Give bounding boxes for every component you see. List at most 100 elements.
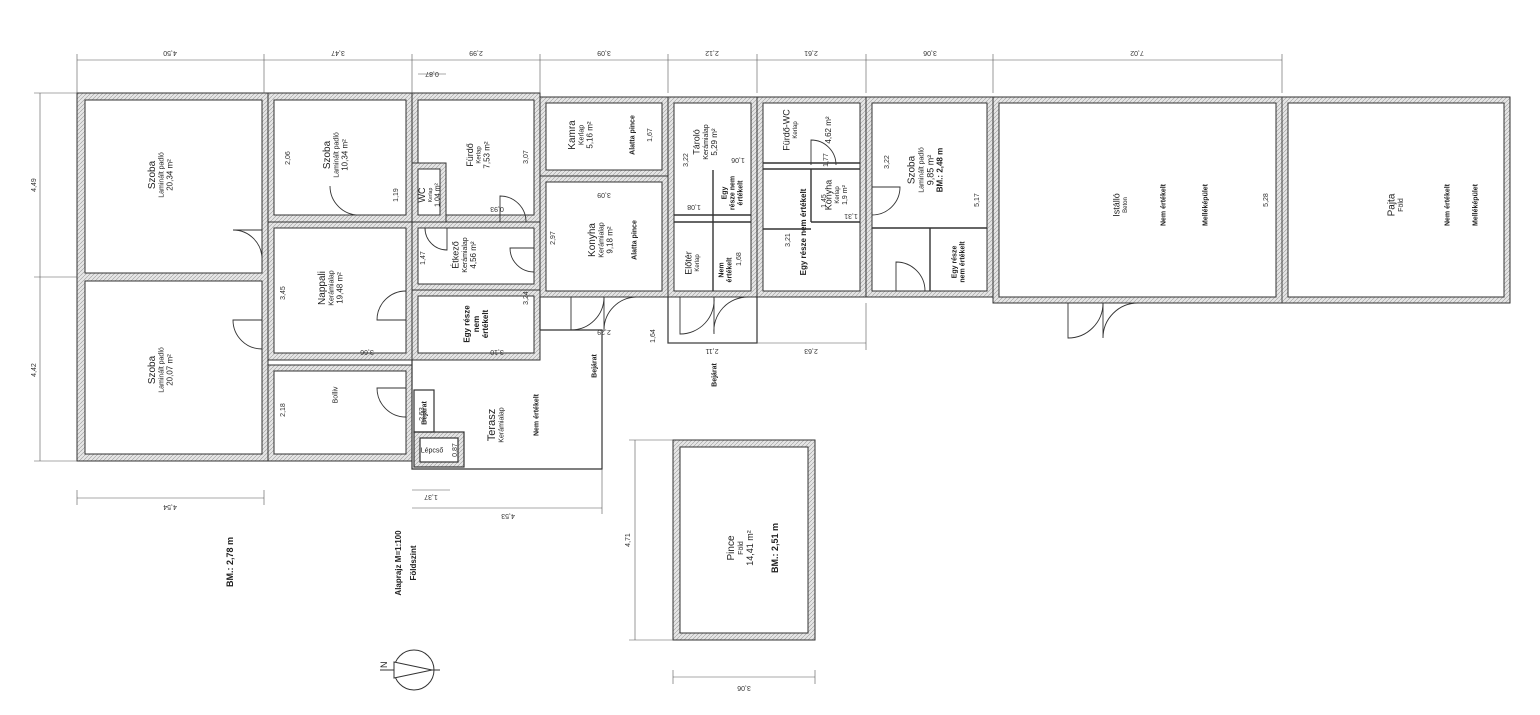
dimension-label: 4,50	[163, 49, 177, 56]
dimension-label: 2,18	[280, 403, 287, 417]
label-subtitle: Földszint	[409, 545, 418, 580]
room-eloter-line: Kerlap	[695, 254, 701, 272]
label-bejarat-3-line: Bejárat	[711, 362, 718, 386]
dimension-label: 3,10	[490, 348, 504, 355]
label-konyha1-note: Alatta pince	[631, 220, 638, 260]
room-terasz-line: Terasz	[486, 409, 498, 441]
room-pince-line: Pince	[726, 535, 737, 560]
room-furdo-line: Kerlap	[477, 146, 483, 164]
room-konyha-1-line: 9,18 m²	[606, 226, 615, 253]
label-title-line: Alaprajz M=1:100	[394, 530, 403, 596]
label-bm-main-line: BM.: 2,78 m	[225, 537, 235, 587]
dimension-label: 0,87	[425, 70, 439, 77]
dimension-label: 2,63	[804, 347, 818, 354]
dimension-label: 1,77	[823, 153, 830, 167]
dimension-label: 2,12	[705, 49, 719, 56]
room-bolliv: Bolliv	[332, 386, 339, 403]
room-szoba-3-line: Laminált padló	[334, 132, 341, 178]
dimension-label: 2,06	[285, 151, 292, 165]
dimension-label: 3,06	[737, 684, 751, 691]
room-bolliv-line: Bolliv	[332, 386, 339, 403]
room-egy-resze-4-line: Egy része	[951, 246, 958, 279]
room-furdo-line: Fürdő	[465, 143, 475, 167]
label-furdowc-area: 4,62 m²	[824, 116, 833, 143]
wall-istallo	[992, 96, 1283, 304]
room-konyha-2-line: Kerlap	[835, 186, 841, 204]
room-etkezo-line: Kerámialap	[462, 237, 469, 273]
dimension-label: 5,17	[974, 193, 981, 207]
wall-egyresze1	[411, 289, 541, 361]
label-pince-height: BM.: 2,51 m	[770, 523, 780, 573]
dimension-label: 4,49	[31, 178, 38, 192]
room-szoba-2-line: 20,07 m²	[166, 354, 175, 386]
label-bejarat-1-line: Bejárat	[421, 400, 428, 424]
label-bm-main: BM.: 2,78 m	[225, 537, 235, 587]
dimension-label: 2,29	[597, 328, 611, 335]
label-furdowc-area-line: 4,62 m²	[824, 116, 833, 143]
label-istallo-tag: Melléképület	[1202, 183, 1209, 226]
room-etkezo-line: Étkező	[451, 241, 461, 269]
room-egy-resze-1-line: értékelt	[481, 309, 490, 338]
label-kamra-note: Alatta pince	[629, 115, 636, 155]
label-pince-height-line: BM.: 2,51 m	[770, 523, 780, 573]
room-egy-resze-3-line: Egy része nem értékelt	[799, 188, 808, 275]
doors	[232, 139, 1139, 418]
dimension-label: 2,53	[419, 407, 426, 421]
room-pince-line: Föld	[738, 541, 745, 555]
room-egy-resze-2-line: értékelt	[738, 180, 745, 206]
room-egy-resze-1-line: Egy része	[463, 305, 472, 343]
dimension-label: 1,31	[844, 212, 858, 219]
dimension-label: 3,66	[360, 348, 374, 355]
room-wc-line: 1,04 m²	[435, 182, 442, 206]
dimension-label: 3,07	[523, 150, 530, 164]
dimension-label: 7,02	[1130, 49, 1144, 56]
dimension-label: 4,71	[625, 533, 632, 547]
room-konyha-2-line: Konyha	[824, 180, 834, 211]
room-egy-resze-1-line: nem	[472, 316, 481, 332]
dimension-label: 1,68	[736, 252, 743, 266]
room-eloter-line: Előtér	[684, 251, 694, 275]
room-egy-resze-4-line: nem értékelt	[959, 241, 966, 283]
dimension-label: 3,09	[597, 191, 611, 198]
room-egy-resze-2-line: része nem	[729, 176, 736, 210]
label-pajta-tag-line: Melléképület	[1472, 183, 1479, 226]
room-tarolo-line: Tároló	[692, 129, 702, 155]
room-kamra-line: 5,16 m²	[586, 121, 595, 148]
dimension-label: 3,22	[683, 153, 690, 167]
room-wc-line: WC	[417, 187, 427, 202]
label-terasz-note-line: Nem értékelt	[533, 393, 540, 436]
dimension-label: 3,24	[523, 291, 530, 305]
room-szoba-4-line: BM.: 2,48 m	[936, 148, 945, 192]
label-eloter-note-line: Nem	[718, 262, 725, 277]
label-bejarat-3: Bejárat	[711, 362, 718, 386]
label-lepcso: Lépcső	[421, 447, 444, 454]
room-nappali-line: Kerámialap	[329, 270, 336, 306]
dimension-label: 3,21	[785, 233, 792, 247]
dimension-label: 1,64	[650, 329, 657, 343]
room-konyha-1-line: Konyha	[587, 223, 598, 257]
room-kamra-line: Kerlap	[579, 125, 586, 145]
room-furdo-line: 7,53 m²	[482, 141, 491, 168]
room-szoba-1-line: Laminált padló	[159, 152, 166, 198]
room-kamra-line: Kamra	[567, 120, 578, 150]
dimension-label: 1,19	[393, 188, 400, 202]
dimension-label: 2,99	[469, 49, 483, 56]
room-szoba-2-line: Laminált padló	[159, 347, 166, 393]
partitions	[674, 162, 987, 291]
walls	[76, 92, 1511, 641]
room-wc-line: Kerlap	[428, 188, 434, 203]
